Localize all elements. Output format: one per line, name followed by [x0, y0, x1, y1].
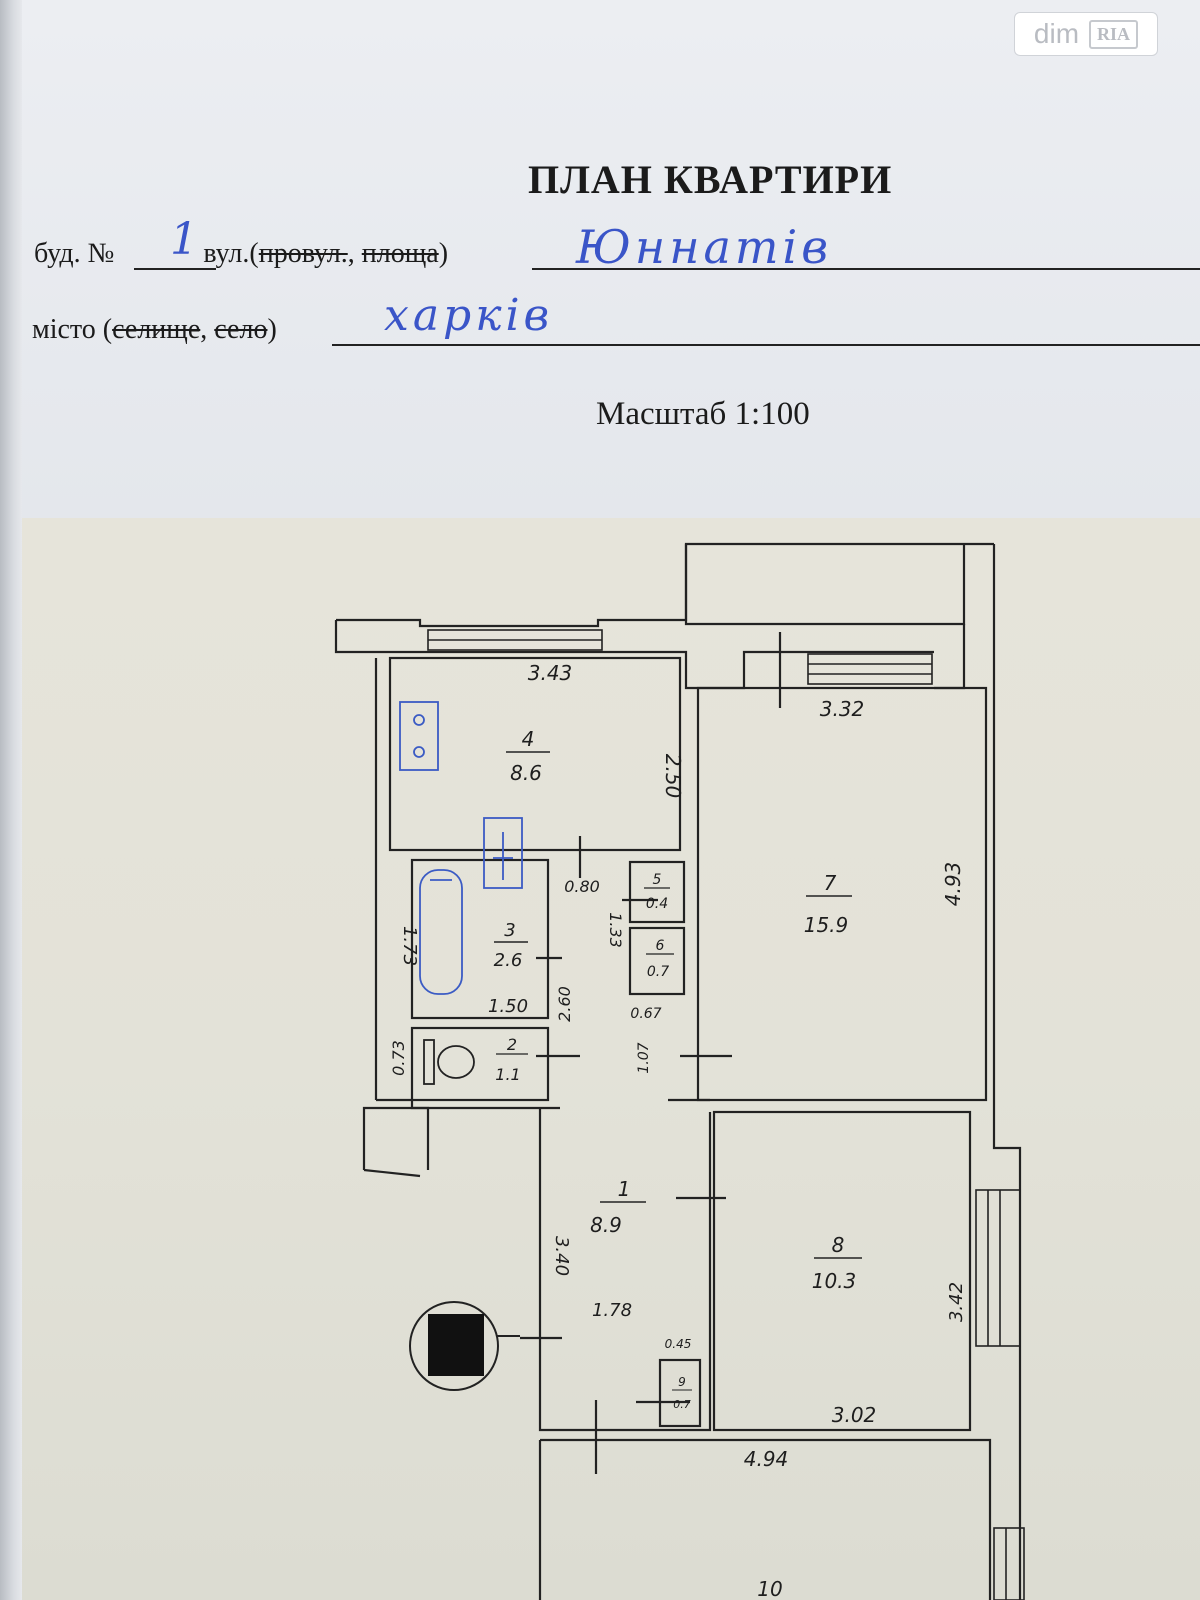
street-strike-2: площа [361, 238, 439, 269]
city-mid: , [200, 314, 215, 345]
room-8-area: 10.3 [812, 1269, 857, 1293]
plan-walls [334, 542, 1022, 1600]
room-2-number: 2 [507, 1035, 517, 1054]
dim-3-43: 3.43 [528, 661, 573, 685]
room-2-area: 1.1 [495, 1065, 520, 1084]
room-6-area: 0.7 [647, 964, 669, 980]
sink-icon [483, 817, 523, 889]
toilet-icon [423, 1039, 475, 1085]
room-3-outline [410, 858, 550, 1020]
dim-3-32: 3.32 [820, 697, 865, 721]
dim-4-94: 4.94 [744, 1447, 789, 1471]
room-6-outline [628, 926, 686, 996]
room-10-number: 10 [757, 1577, 782, 1600]
wall-top [334, 620, 934, 690]
building-line: буд. № вул.(провул., площа) [34, 238, 448, 270]
page-title: ПЛАН КВАРТИРИ [528, 157, 893, 202]
dim-2-60: 2.60 [555, 986, 574, 1022]
room-3-area: 2.6 [494, 950, 523, 971]
city-strike-2: село [214, 314, 268, 345]
dim-1-78: 1.78 [592, 1300, 632, 1321]
room-1-outline [538, 1108, 712, 1432]
city-rule [332, 344, 1200, 346]
city-prefix: місто ( [32, 314, 113, 345]
page-binding-edge [0, 0, 22, 1600]
building-prefix: буд. № [34, 238, 115, 269]
dim-4-93: 4.93 [941, 862, 965, 907]
dimria-watermark: dim RIA [1014, 12, 1158, 56]
room-5-area: 0.4 [646, 896, 668, 912]
street-mid: , [347, 238, 362, 269]
room-9-number: 9 [678, 1375, 686, 1389]
wall-right-outer [992, 544, 1022, 1600]
room-4-number: 4 [522, 727, 535, 751]
dim-0-45: 0.45 [665, 1337, 692, 1351]
dim-3-02: 3.02 [832, 1403, 877, 1427]
plan-fixtures [399, 701, 523, 995]
dim-1-07: 1.07 [636, 1042, 652, 1073]
city-line: місто (селище, село) [32, 314, 277, 346]
watermark-sub: RIA [1089, 19, 1139, 49]
bathtub-icon [419, 869, 463, 995]
scale-label: Масштаб 1:100 [596, 396, 810, 432]
plan-paper [22, 518, 1200, 1600]
dim-0-73: 0.73 [389, 1040, 408, 1076]
room-labels: 4 8.6 7 15.9 3 2.6 5 0.4 6 0.7 2 1.1 1 8… [494, 727, 862, 1600]
stove-icon [399, 701, 439, 771]
room-6-number: 6 [656, 938, 665, 954]
room-7-outline [696, 686, 988, 1102]
dim-1-73: 1.73 [399, 926, 420, 966]
city-strike: селище [112, 314, 201, 345]
street-handwritten: Юннатів [576, 220, 833, 274]
dim-1-33: 1.33 [606, 912, 625, 948]
watermark-brand: dim [1033, 18, 1080, 49]
plan-windows [427, 629, 1025, 1600]
city-suffix: ) [267, 314, 277, 345]
city-handwritten: харків [384, 290, 554, 341]
room-4-outline [388, 656, 682, 852]
dim-1-50: 1.50 [488, 996, 528, 1017]
dim-3-40: 3.40 [551, 1236, 572, 1276]
dim-0-67: 0.67 [630, 1006, 661, 1022]
room-5-outline [628, 860, 686, 924]
dim-3-42: 3.42 [946, 1282, 967, 1322]
room-1-area: 8.9 [590, 1213, 622, 1237]
street-strike: провул. [258, 238, 348, 269]
dimension-labels: 3.43 3.32 2.50 4.93 0.80 1.33 1.73 1.50 … [389, 661, 967, 1471]
redacted-stamp [409, 1301, 520, 1391]
room-9-outline [658, 1358, 702, 1428]
room-3-number: 3 [504, 920, 515, 941]
room-8-outline [712, 1110, 972, 1432]
street-prefix: вул.( [203, 238, 259, 269]
room-10-outline [540, 1438, 992, 1600]
room-7-number: 7 [824, 871, 837, 895]
dim-2-50: 2.50 [661, 754, 685, 799]
room-2-outline [410, 1026, 550, 1102]
room-9-area: 0.7 [673, 1398, 691, 1411]
building-no-handwritten: 1 [170, 214, 198, 265]
room-4-area: 8.6 [510, 761, 542, 785]
building-no-rule [134, 268, 216, 270]
document-header-area [0, 0, 1200, 518]
street-suffix: ) [438, 238, 449, 269]
room-7-area: 15.9 [804, 913, 849, 937]
room-5-number: 5 [653, 872, 662, 888]
room-8-number: 8 [832, 1233, 845, 1257]
street-rule [532, 268, 1200, 270]
dim-0-80: 0.80 [564, 877, 600, 896]
room-1-number: 1 [618, 1177, 631, 1201]
